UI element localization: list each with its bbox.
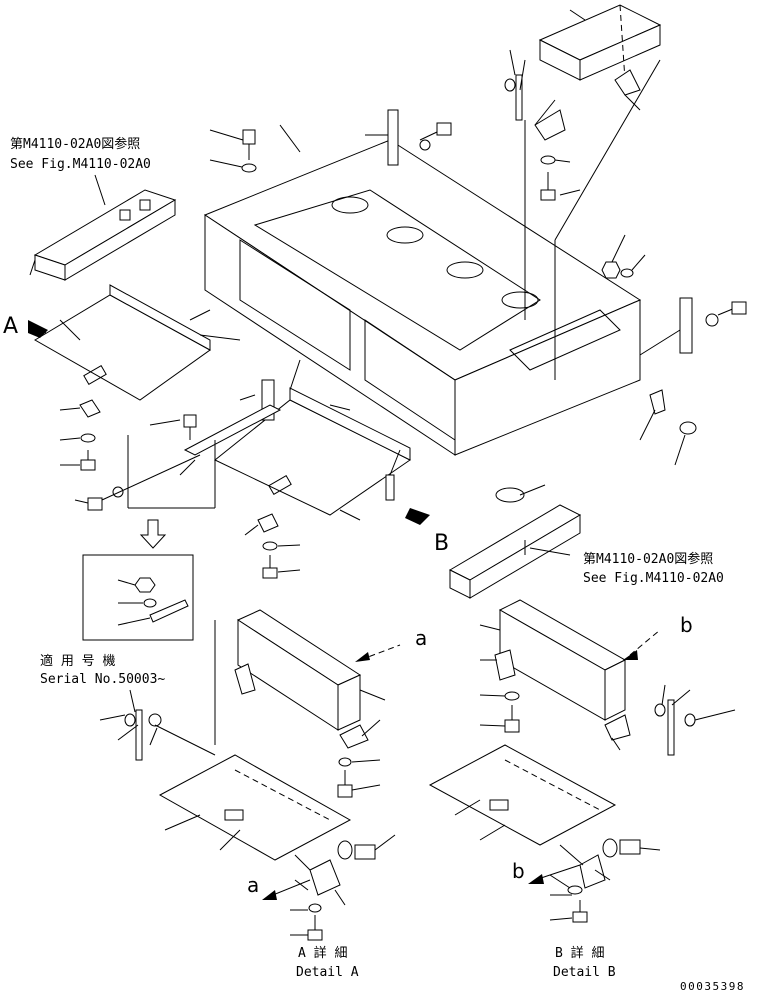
detail-a-caption: A 詳 細 Detail A	[296, 945, 359, 980]
right-front-beam	[448, 504, 582, 599]
serial-note: 適 用 号 機 Serial No.50003~	[40, 653, 165, 687]
support-post	[183, 379, 282, 456]
detail-inset-box	[82, 435, 216, 641]
leader-lines	[29, 9, 686, 573]
detail-a-en: Detail A	[296, 965, 359, 980]
ref-right-jp: 第M4110-02A0図参照	[583, 551, 713, 567]
detail-ref-a-upper: a	[415, 626, 427, 650]
detail-b-drawing	[428, 599, 696, 923]
serial-note-en: Serial No.50003~	[40, 672, 165, 687]
view-arrow-a	[28, 320, 48, 338]
detail-b-caption: B 詳 細 Detail B	[553, 945, 616, 980]
detail-a-drawing	[124, 609, 401, 941]
detail-ref-b-lower: b	[512, 859, 525, 883]
leader-lines-lower	[99, 624, 736, 936]
detail-ref-b-upper: b	[680, 613, 693, 637]
ref-top-left-jp: 第M4110-02A0図参照	[10, 136, 140, 152]
fasteners-upper	[79, 69, 747, 579]
cover-plate-center	[214, 387, 411, 516]
cover-plate-left	[34, 284, 211, 401]
detail-b-jp: B 詳 細	[555, 945, 604, 961]
detail-b-en: Detail B	[553, 965, 616, 980]
ref-right-en: See Fig.M4110-02A0	[583, 571, 724, 586]
serial-note-jp: 適 用 号 機	[40, 653, 115, 669]
left-cross-member	[33, 189, 177, 281]
detail-ref-a-lower: a	[247, 873, 259, 897]
reference-top-left: 第M4110-02A0図参照 See Fig.M4110-02A0	[10, 136, 151, 206]
view-label-a: A	[3, 314, 18, 339]
reference-right: 第M4110-02A0図参照 See Fig.M4110-02A0	[583, 551, 724, 586]
view-label-b: B	[434, 531, 449, 556]
ref-top-left-en: See Fig.M4110-02A0	[10, 157, 151, 172]
main-frame-box	[203, 139, 642, 456]
view-arrow-b	[405, 508, 430, 525]
detail-a-jp: A 詳 細	[298, 945, 347, 961]
drawing-code: 00035398	[680, 980, 745, 993]
top-right-channel	[538, 4, 662, 81]
